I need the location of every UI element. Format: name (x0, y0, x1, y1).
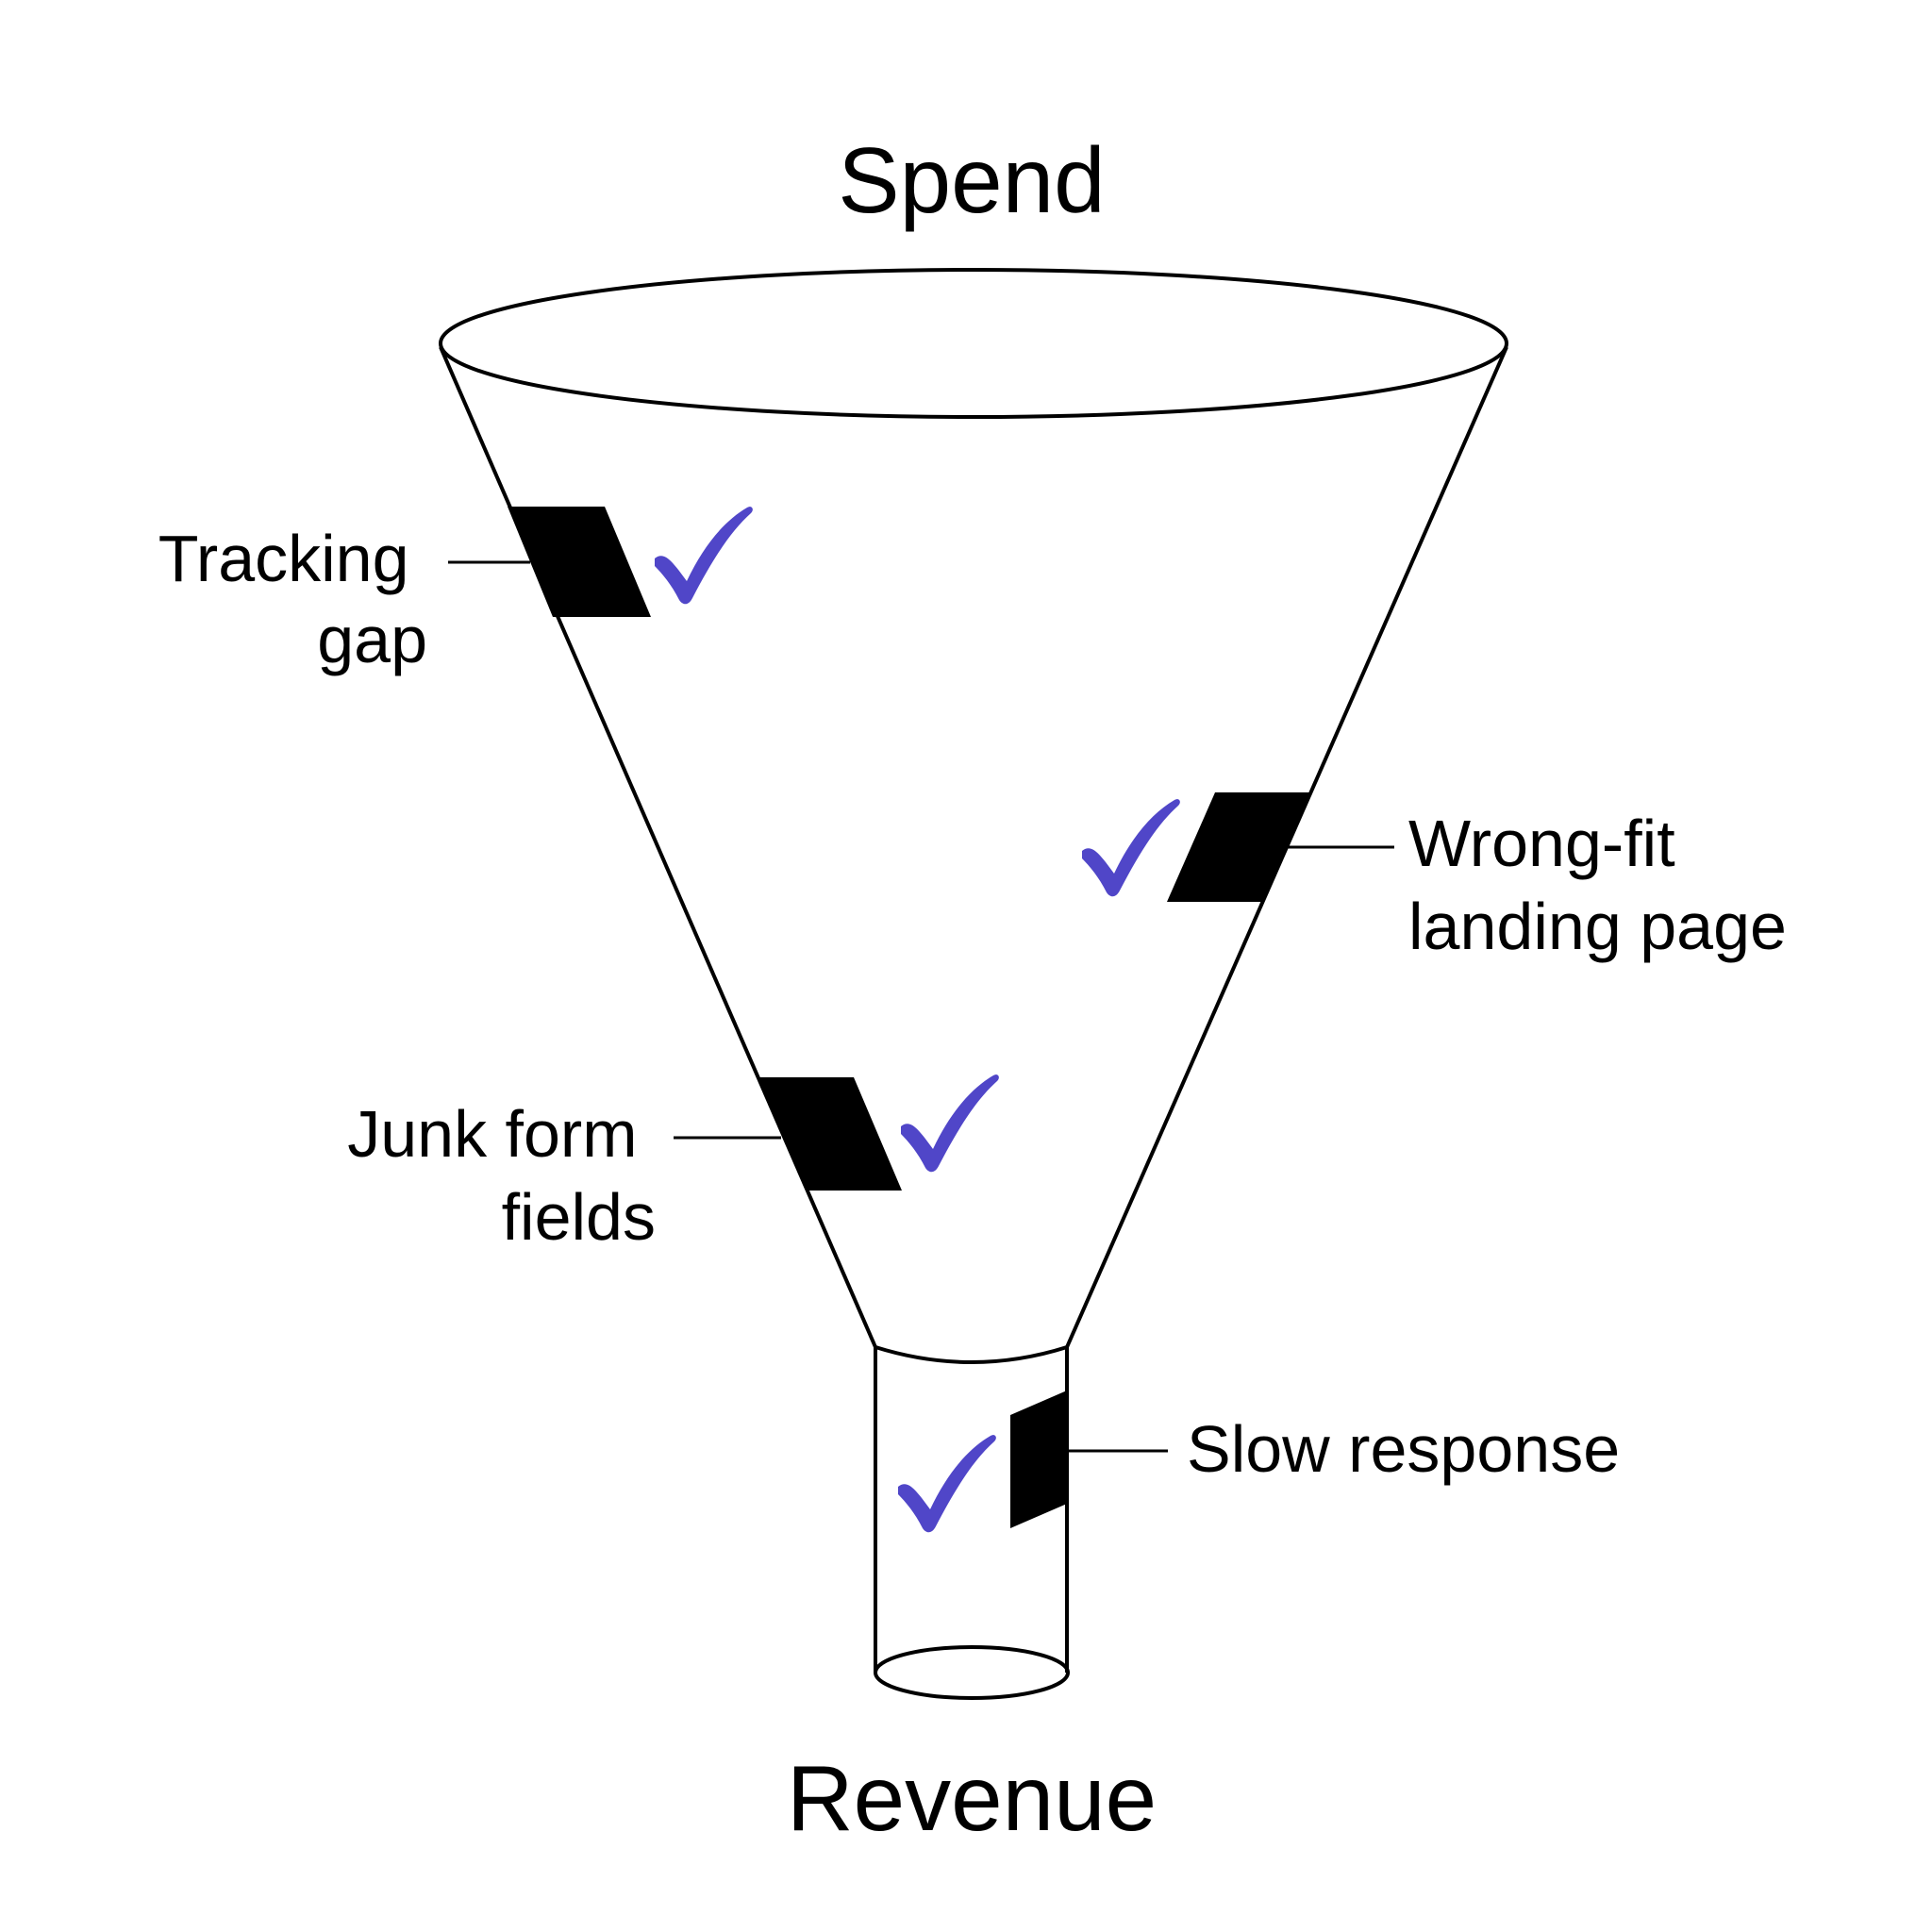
revenue-label: Revenue (787, 1746, 1157, 1850)
funnel-neck-rim (874, 1345, 1068, 1364)
wrong-fit-patch (1167, 792, 1311, 902)
slow-response-check-icon (898, 1435, 996, 1533)
funnel-top-rim (439, 268, 1508, 419)
junk-form-check-icon (901, 1074, 999, 1173)
spout-bottom-rim (874, 1645, 1070, 1700)
slow-response-label: Slow response (1187, 1412, 1620, 1486)
slow-response-patch (1010, 1391, 1067, 1528)
junk-form-label: Junk form fields (347, 1097, 656, 1254)
wrong-fit-label: Wrong-fit landing page (1408, 807, 1787, 963)
tracking-gap-label: Tracking gap (158, 522, 427, 676)
spend-label: Spend (838, 128, 1105, 232)
tracking-gap-patch (508, 507, 651, 617)
tracking-gap-check-icon (655, 507, 753, 605)
junk-form-patch (758, 1077, 902, 1191)
wrong-fit-check-icon (1082, 799, 1180, 897)
